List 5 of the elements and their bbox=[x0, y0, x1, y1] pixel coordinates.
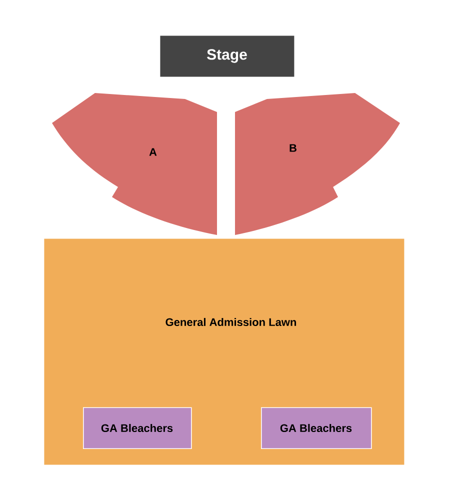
seating-section: B bbox=[235, 93, 400, 235]
bleacher-box: GA Bleachers bbox=[261, 407, 372, 449]
bleacher-box: GA Bleachers bbox=[83, 407, 192, 449]
seating-section: A bbox=[52, 93, 217, 235]
stage-box: Stage bbox=[160, 36, 294, 77]
